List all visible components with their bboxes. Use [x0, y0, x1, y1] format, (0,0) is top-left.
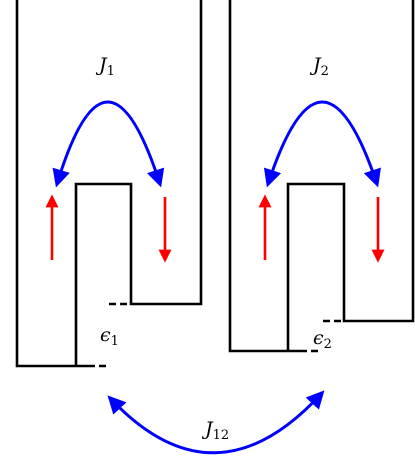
left-inner-gate [74, 0, 203, 366]
right-inner-gate [286, 0, 415, 351]
label-epsilon2-subscript: 2 [323, 337, 332, 352]
label-j2: J2 [313, 54, 329, 79]
left-dot-structure [15, 0, 203, 368]
j2-coupling-arrow [263, 100, 381, 188]
right-outer-wall [228, 0, 300, 353]
label-j1: J1 [99, 54, 115, 79]
label-j2-symbol: J [313, 54, 321, 76]
j1-coupling-arrow [52, 100, 165, 188]
left-outer-wall [15, 0, 88, 368]
label-epsilon1-symbol: ϵ [100, 324, 111, 346]
label-j12: J12 [205, 418, 230, 443]
label-j12-subscript: 12 [212, 428, 230, 443]
label-j12-symbol: J [205, 418, 213, 440]
label-j1-symbol: J [99, 54, 107, 76]
label-epsilon1: ϵ1 [100, 324, 119, 349]
label-epsilon2-symbol: ϵ [313, 327, 324, 349]
right-dot-structure [228, 0, 415, 353]
label-j1-subscript: 1 [106, 64, 115, 79]
label-epsilon2: ϵ2 [313, 327, 332, 352]
label-j2-subscript: 2 [320, 64, 329, 79]
j12-coupling-arrow [107, 390, 325, 455]
label-epsilon1-subscript: 1 [110, 334, 119, 349]
